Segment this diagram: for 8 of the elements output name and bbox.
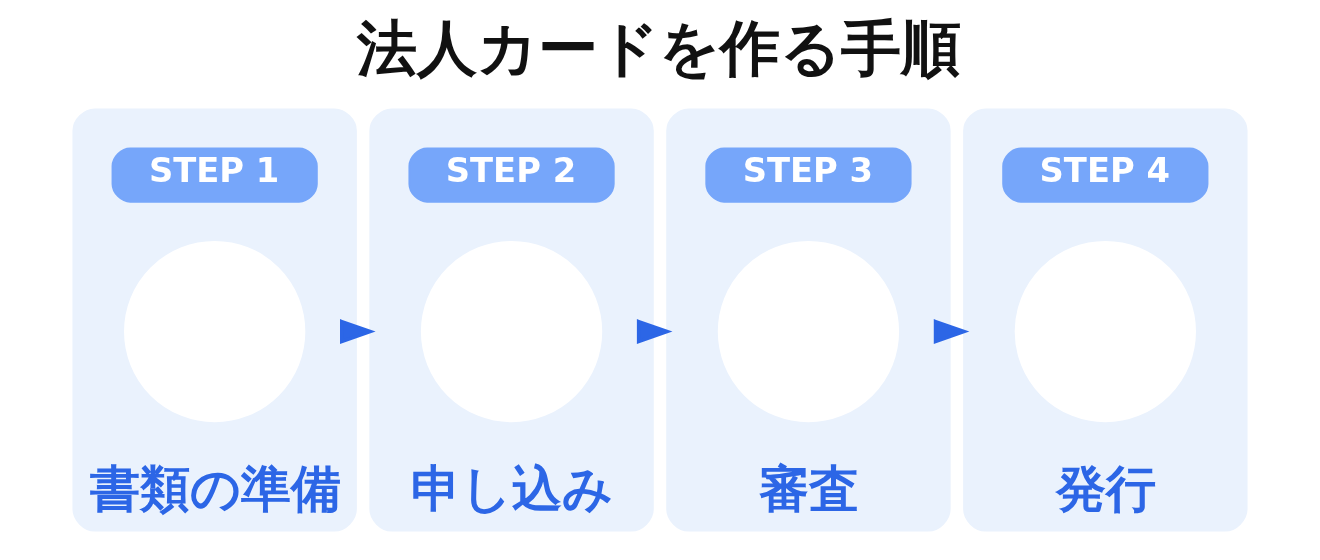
arrow (636, 319, 673, 344)
arrow (340, 319, 376, 344)
arrow (933, 319, 970, 344)
node-box: STEP 2 (408, 147, 615, 203)
node-box: STEP 3 (705, 147, 912, 203)
node-box: STEP 4 (1002, 147, 1209, 203)
node-box: STEP 1 (111, 147, 318, 203)
diagram-title: 法人カードを作る手順 (356, 12, 961, 83)
